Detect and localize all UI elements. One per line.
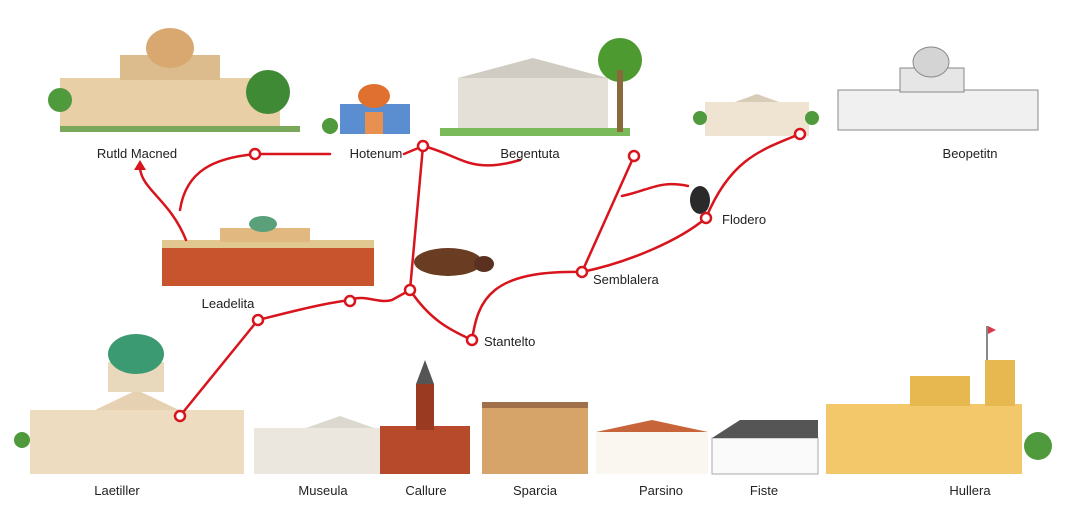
map-label: Leadelita [201, 296, 255, 311]
building-parsino [596, 420, 708, 474]
building-callure [380, 360, 470, 474]
map-label: Rutld Macned [96, 146, 178, 161]
building-museula [254, 416, 380, 474]
map-label: Flodero [722, 212, 767, 227]
animal-crow [690, 186, 710, 214]
building-beopetitn [837, 46, 1039, 131]
map-label: Beopetitn [942, 146, 998, 161]
building-hotenum [322, 84, 410, 134]
arrow-head-icon [134, 160, 146, 170]
building-fiste [711, 420, 819, 475]
building-laetiller [14, 334, 244, 474]
animal-buffalo [414, 248, 494, 276]
building-rutld-macned [48, 28, 300, 132]
map-label: Callure [405, 483, 447, 498]
map-label: Fiste [749, 483, 779, 498]
map-label: Parsino [638, 483, 684, 498]
map-label: Laetiller [94, 483, 140, 498]
building-hullera [826, 326, 1052, 474]
map-label: Begentuta [500, 146, 560, 161]
map-label: Sparcia [512, 483, 558, 498]
map-label: Hotenum [349, 146, 403, 161]
building-leadelita [162, 216, 374, 286]
map-label: Semblalera [593, 272, 659, 287]
map-label: Museula [298, 483, 348, 498]
building-begentuta [440, 38, 642, 136]
map-label: Hullera [949, 483, 991, 498]
building-palace-small [693, 94, 819, 136]
building-sparcia [482, 402, 588, 474]
route-stops [173, 127, 807, 423]
map-label: Stantelto [484, 334, 536, 349]
